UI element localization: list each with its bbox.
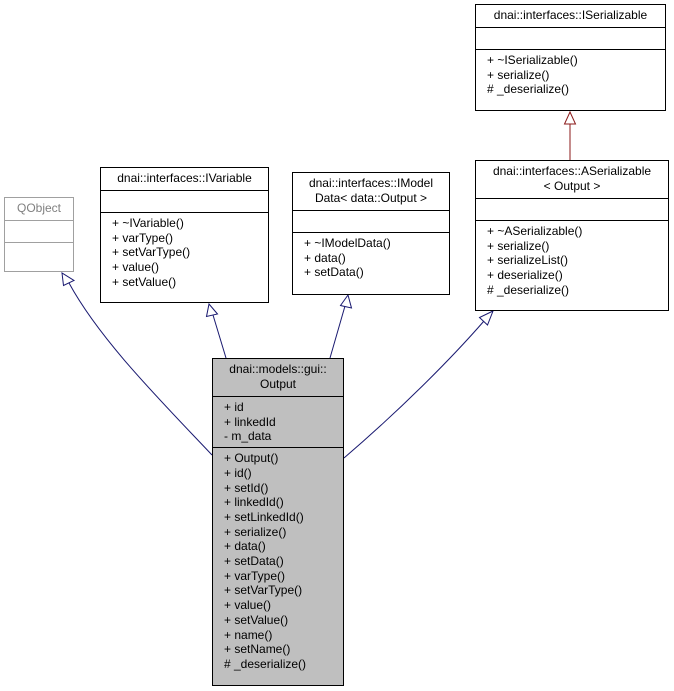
operation-item: + setValue() [224,612,289,627]
class-aserializable-title-line: dnai::interfaces::ASerializable [492,164,652,178]
class-qobject-attributes [5,220,73,242]
operation-item: + setData() [304,265,364,280]
edge-output-to-imodeldata [329,305,346,359]
attribute-item: - m_data [224,429,272,444]
operation-item: + setName() [224,642,291,657]
class-qobject[interactable]: QObject [4,197,74,272]
class-ivariable-attributes [101,190,268,212]
class-iserializable[interactable]: dnai::interfaces::ISerializable + ~ISeri… [475,4,666,111]
class-iserializable-title: dnai::interfaces::ISerializable [476,5,665,27]
class-imodeldata-title-line: Data< data::Output > [314,191,428,205]
class-output[interactable]: dnai::models::gui:: Output + id + linked… [212,358,344,686]
operation-item: + linkedId() [224,495,284,510]
class-output-operations: + Output() + id() + setId() + linkedId()… [213,447,343,685]
operation-item: + varType() [112,230,174,245]
edge-output-to-qobject [68,282,213,456]
operation-item: + serialize() [487,67,550,82]
class-imodeldata-title: dnai::interfaces::IModel Data< data::Out… [293,173,449,210]
operation-item: + Output() [224,451,279,466]
operation-item: + ~IVariable() [112,216,184,230]
class-ivariable-title: dnai::interfaces::IVariable [101,168,268,190]
class-output-title-line: Output [259,377,297,391]
operation-item: + serializeList() [487,253,569,268]
class-output-title: dnai::models::gui:: Output [213,359,343,396]
operation-item: + varType() [224,568,286,583]
class-ivariable-operations: + ~IVariable() + varType() + setVarType(… [101,212,268,302]
edge-output-to-aserializable [343,320,485,459]
edge-aserializable-to-iserializable-arrowhead [563,110,577,125]
operation-item: + serialize() [487,238,550,253]
class-output-attributes: + id + linkedId - m_data [213,396,343,447]
class-iserializable-attributes [476,27,665,49]
attribute-item: + linkedId [224,414,276,429]
class-imodeldata-title-line: dnai::interfaces::IModel [308,176,434,190]
operation-item: + serialize() [224,524,287,539]
operation-item: + deserialize() [487,268,563,283]
operation-item: + setLinkedId() [224,509,304,524]
edge-output-to-qobject-arrowhead [61,272,76,287]
edge-output-to-imodeldata-arrowhead [339,293,353,309]
operation-item: # _deserialize() [487,82,570,97]
edge-output-to-aserializable-arrowhead [478,309,494,326]
class-iserializable-operations: + ~ISerializable() + serialize() # _dese… [476,49,665,110]
class-output-title-line: dnai::models::gui:: [229,362,327,376]
class-imodeldata-attributes [293,210,449,232]
attribute-item: + id [224,400,244,414]
operation-item: + value() [112,260,160,275]
operation-item: + value() [224,598,272,613]
class-aserializable-attributes [476,198,668,220]
class-imodeldata-operations: + ~IModelData() + data() + setData() [293,232,449,294]
operation-item: + setData() [224,554,284,569]
class-ivariable[interactable]: dnai::interfaces::IVariable + ~IVariable… [100,167,269,303]
operation-item: + ~ASerializable() [487,224,583,238]
class-iserializable-title-line: dnai::interfaces::ISerializable [493,8,648,22]
operation-item: + data() [224,539,266,554]
class-aserializable-operations: + ~ASerializable() + serialize() + seria… [476,220,668,310]
class-qobject-title: QObject [5,198,73,220]
class-aserializable-title: dnai::interfaces::ASerializable < Output… [476,161,668,198]
operation-item: + setVarType() [112,245,191,260]
operation-item: + id() [224,465,252,480]
class-imodeldata[interactable]: dnai::interfaces::IModel Data< data::Out… [292,172,450,295]
operation-item: # _deserialize() [487,282,570,297]
operation-item: + data() [304,250,346,265]
class-aserializable[interactable]: dnai::interfaces::ASerializable < Output… [475,160,669,311]
class-qobject-title-line: QObject [16,201,61,215]
operation-item: + ~ISerializable() [487,53,578,67]
edge-output-to-ivariable-arrowhead [205,302,219,318]
operation-item: + setVarType() [224,583,303,598]
class-ivariable-title-line: dnai::interfaces::IVariable [117,171,252,185]
operation-item: + name() [224,627,273,642]
operation-item: # _deserialize() [224,656,307,671]
operation-item: + setId() [224,480,269,495]
class-qobject-operations [5,242,73,271]
operation-item: + ~IModelData() [304,236,391,250]
class-aserializable-title-line: < Output > [543,179,601,193]
operation-item: + setValue() [112,274,177,289]
edge-output-to-ivariable [212,314,227,359]
